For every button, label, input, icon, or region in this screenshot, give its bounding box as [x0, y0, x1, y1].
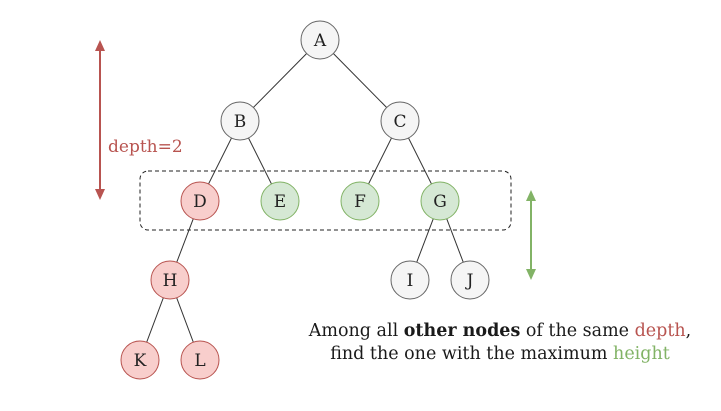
- node-label: G: [433, 192, 447, 212]
- edge-G-J: [446, 218, 464, 263]
- node-label: J: [465, 271, 474, 291]
- node-circle: [340, 181, 380, 221]
- node-circle: [380, 101, 420, 141]
- caption-line-1: Among all other nodes of the same depth,: [290, 320, 710, 343]
- node-G: G: [420, 181, 460, 221]
- node-label: C: [393, 112, 406, 132]
- node-label: H: [163, 271, 178, 291]
- node-label: D: [193, 192, 207, 212]
- node-I: I: [390, 260, 430, 300]
- edge-D-H: [176, 218, 194, 263]
- caption-text: find the one with the maximum: [330, 344, 614, 364]
- node-circle: [220, 101, 260, 141]
- node-L: L: [180, 340, 220, 380]
- node-label: I: [407, 271, 414, 291]
- node-K: K: [120, 340, 160, 380]
- node-E: E: [260, 181, 300, 221]
- node-label: A: [313, 31, 327, 51]
- node-circle: [150, 260, 190, 300]
- caption-line-2: find the one with the maximum height: [290, 343, 710, 366]
- edge-H-L: [176, 297, 194, 343]
- same-depth-box: [139, 170, 512, 231]
- depth-arrow: [95, 40, 105, 200]
- edge-B-E: [248, 137, 272, 185]
- edge-B-D: [208, 137, 232, 185]
- node-label: F: [354, 192, 366, 212]
- height-arrow: [526, 190, 536, 280]
- edge-G-I: [416, 218, 434, 263]
- node-circle: [260, 181, 300, 221]
- caption-height-word: height: [613, 344, 670, 364]
- node-A: A: [300, 20, 340, 60]
- node-circle: [180, 340, 220, 380]
- node-circle: [180, 181, 220, 221]
- node-circle: [390, 260, 430, 300]
- edge-A-B: [252, 53, 308, 108]
- edge-A-C: [332, 53, 388, 108]
- node-label: L: [194, 351, 205, 371]
- node-D: D: [180, 181, 220, 221]
- caption-depth-word: depth: [634, 321, 686, 341]
- caption-text: ,: [685, 321, 692, 341]
- depth-label: depth=2: [108, 137, 183, 157]
- edge-C-G: [408, 137, 432, 185]
- edges-layer: [146, 53, 464, 343]
- node-circle: [420, 181, 460, 221]
- node-circle: [450, 260, 490, 300]
- edge-C-F: [368, 137, 392, 185]
- node-label: K: [134, 351, 147, 371]
- node-C: C: [380, 101, 420, 141]
- caption-text: Among all: [308, 321, 404, 341]
- node-J: J: [450, 260, 490, 300]
- caption: Among all other nodes of the same depth,…: [290, 320, 710, 366]
- node-label: E: [274, 192, 286, 212]
- node-B: B: [220, 101, 260, 141]
- node-H: H: [150, 260, 190, 300]
- caption-text: of the same: [520, 321, 635, 341]
- nodes-layer: A B C D E F G H I J K L: [120, 20, 490, 380]
- edge-H-K: [146, 297, 164, 343]
- node-circle: [120, 340, 160, 380]
- node-label: B: [234, 112, 247, 132]
- caption-bold-other-nodes: other nodes: [403, 321, 521, 341]
- node-F: F: [340, 181, 380, 221]
- node-circle: [300, 20, 340, 60]
